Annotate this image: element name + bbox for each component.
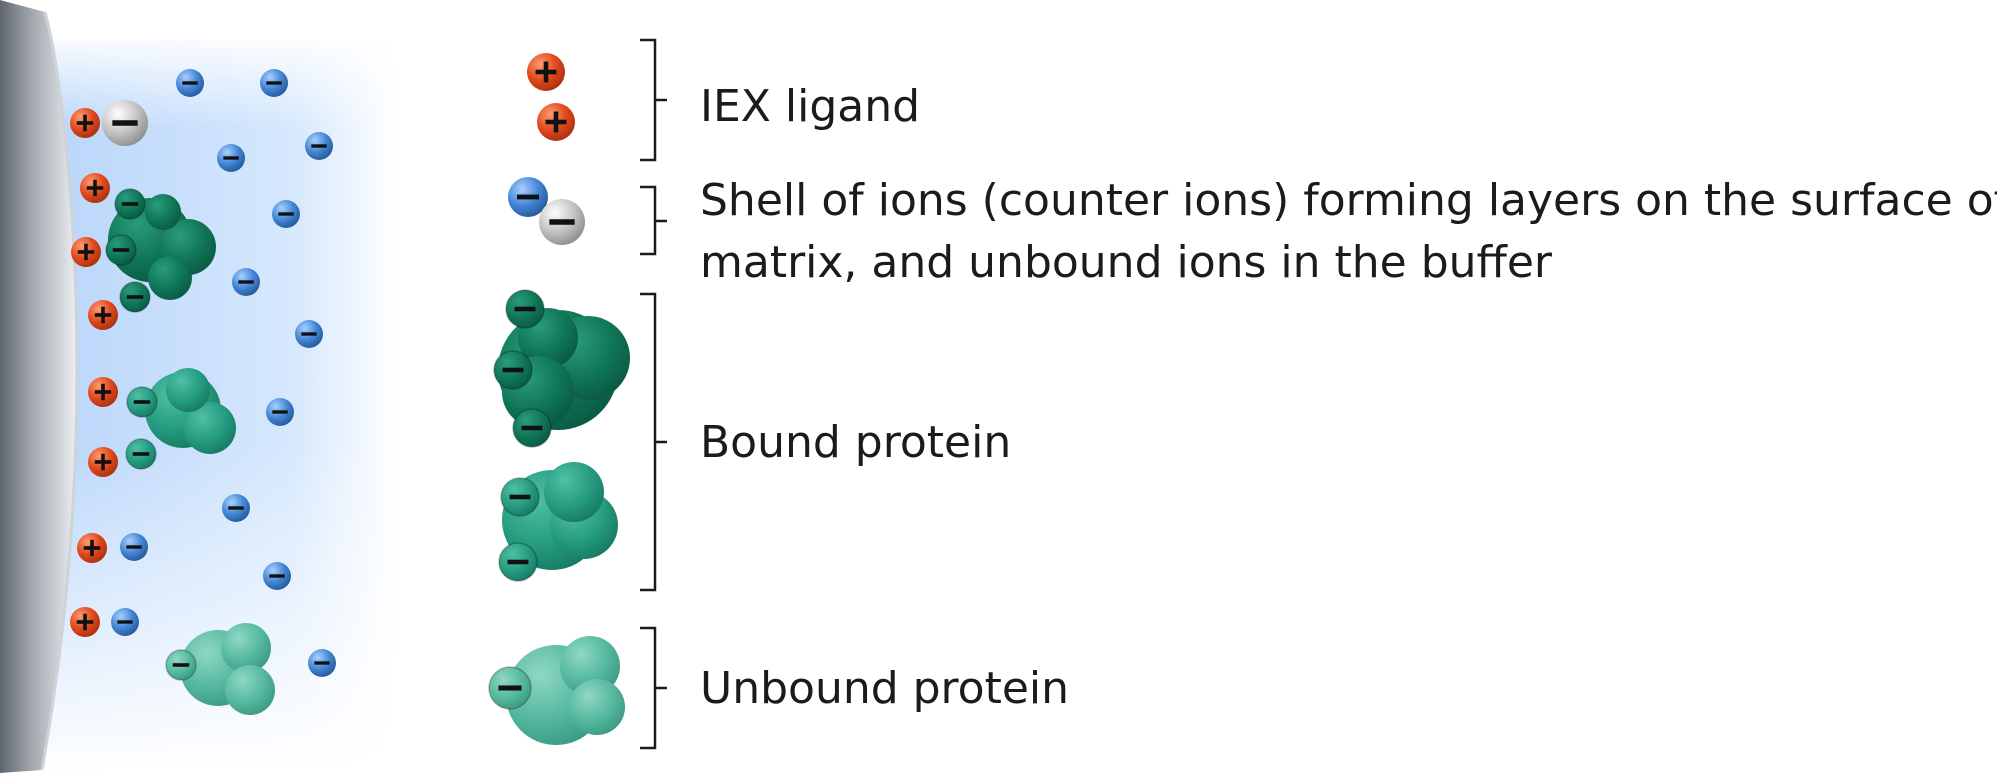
protein-charge-minus-icon xyxy=(119,281,151,313)
legend-brackets xyxy=(640,38,667,750)
legend-label-ion-shell: Shell of ions (counter ions) forming lay… xyxy=(700,175,1997,288)
bracket-unbound-protein xyxy=(640,626,667,750)
ligand-plus-icon xyxy=(77,533,107,563)
legend-unbound-protein xyxy=(488,636,625,745)
legend-label-unbound-protein: Unbound protein xyxy=(700,663,1070,714)
protein-charge-minus-icon xyxy=(125,438,157,470)
ligand-plus-icon xyxy=(537,103,575,141)
counter-ion-minus-icon xyxy=(263,562,291,590)
counter-ion-minus-icon xyxy=(111,608,139,636)
legend-bound-protein-mid xyxy=(498,462,618,582)
legend-ion-grey-minus-icon xyxy=(539,199,585,245)
legend-bound-protein-dark xyxy=(493,289,630,448)
protein-charge-minus-icon xyxy=(512,408,552,448)
counter-ion-minus-icon xyxy=(176,69,204,97)
matrix-edge xyxy=(40,11,79,771)
protein-charge-minus-icon xyxy=(493,350,533,390)
bound-protein-mid xyxy=(125,368,236,470)
protein-charge-minus-icon xyxy=(114,188,146,220)
bracket-ion-shell xyxy=(640,185,667,256)
counter-ion-minus-icon xyxy=(120,533,148,561)
counter-ion-minus-icon xyxy=(272,200,300,228)
counter-ion-minus-icon xyxy=(217,144,245,172)
ligand-plus-icon xyxy=(71,237,101,267)
ligand-plus-icon xyxy=(88,377,118,407)
protein-charge-minus-icon xyxy=(505,289,545,329)
bracket-ligand xyxy=(640,38,667,162)
ligand-plus-icon xyxy=(70,108,100,138)
grey-ion-minus-icon xyxy=(102,100,148,146)
protein-charge-minus-icon xyxy=(488,666,532,710)
counter-ion-minus-icon xyxy=(305,132,333,160)
counter-ion-minus-icon xyxy=(295,320,323,348)
legend-label-bound-protein: Bound protein xyxy=(700,417,1012,468)
counter-ion-minus-icon xyxy=(232,268,260,296)
particle-layer xyxy=(70,53,630,745)
ligand-plus-icon xyxy=(70,607,100,637)
ligand-plus-icon xyxy=(80,173,110,203)
ligand-plus-icon xyxy=(88,300,118,330)
legend-label-ligand: IEX ligand xyxy=(700,81,921,132)
unbound-protein-left xyxy=(165,623,275,715)
counter-ion-minus-icon xyxy=(260,69,288,97)
matrix-surface xyxy=(0,0,77,773)
bracket-bound-protein xyxy=(640,292,667,592)
counter-ion-minus-icon xyxy=(222,494,250,522)
protein-charge-minus-icon xyxy=(165,649,197,681)
ligand-plus-icon xyxy=(527,53,565,91)
counter-ion-minus-icon xyxy=(266,398,294,426)
protein-charge-minus-icon xyxy=(500,477,540,517)
protein-charge-minus-icon xyxy=(105,234,137,266)
protein-charge-minus-icon xyxy=(498,542,538,582)
bound-protein-dark xyxy=(105,188,216,313)
counter-ion-minus-icon xyxy=(308,649,336,677)
ligand-plus-icon xyxy=(88,447,118,477)
protein-charge-minus-icon xyxy=(126,386,158,418)
legend-ion-blue-minus-icon xyxy=(508,177,548,217)
